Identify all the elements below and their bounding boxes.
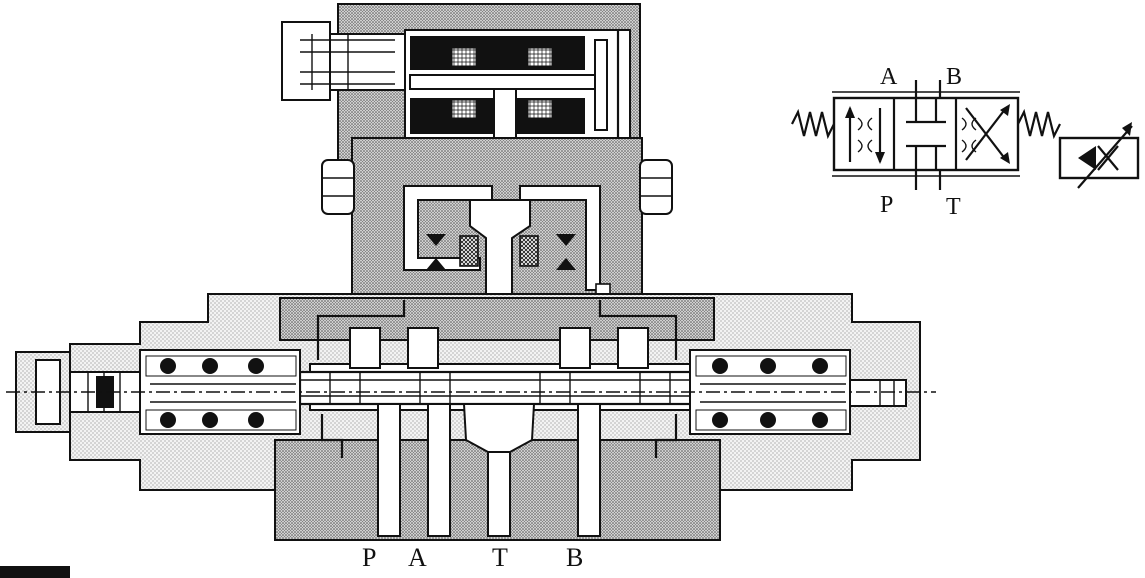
symbol-label-t: T [946, 194, 961, 220]
coil-winding-top [410, 36, 585, 70]
symbol-label-b: B [946, 64, 962, 90]
intermediate-body [321, 137, 673, 303]
left-spring-icon [791, 108, 835, 140]
port-label-b: B [566, 543, 583, 572]
hydraulic-symbol [791, 80, 1140, 190]
main-valve-body [6, 293, 936, 541]
pilot-solenoid [281, 3, 641, 200]
port-label-t: T [492, 543, 508, 572]
main-spool [298, 370, 702, 406]
port-label-p: P [362, 543, 376, 572]
base-strip [0, 566, 70, 578]
symbol-label-a: A [880, 64, 898, 90]
port-label-a: A [408, 543, 427, 572]
symbol-label-p: P [880, 192, 893, 218]
right-spring-icon [1017, 108, 1061, 140]
